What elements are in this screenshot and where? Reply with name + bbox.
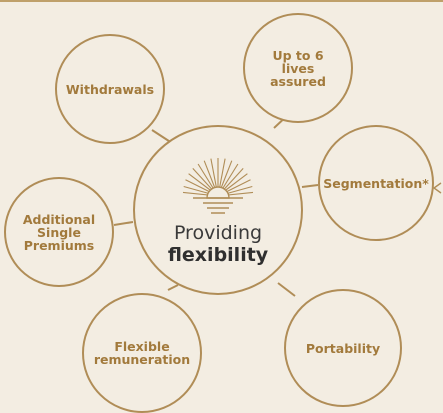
node-label: Segmentation* xyxy=(323,175,429,191)
node-label: Withdrawals xyxy=(65,81,155,97)
node-portability: Portability xyxy=(284,289,402,407)
center-content: Providing flexibility xyxy=(168,154,268,266)
node-segmentation: Segmentation* xyxy=(318,125,434,241)
sunrise-icon xyxy=(182,158,254,214)
node-withdrawals: Withdrawals xyxy=(55,34,165,144)
top-border-line xyxy=(0,0,443,2)
node-label: Portability xyxy=(305,340,381,356)
node-label: Additional Single Premiums xyxy=(22,211,96,253)
chevron-left-icon xyxy=(432,182,442,194)
node-label: Up to 6 lives assured xyxy=(270,47,326,89)
center-title-line2: flexibility xyxy=(167,244,269,266)
center-title-line1: Providing xyxy=(173,222,263,244)
node-label: Flexible remuneration xyxy=(93,339,191,367)
node-lives-assured: Up to 6 lives assured xyxy=(243,13,353,123)
node-additional-single-premiums: Additional Single Premiums xyxy=(4,177,114,287)
node-center: Providing flexibility xyxy=(133,125,303,295)
node-flexible-remuneration: Flexible remuneration xyxy=(82,293,202,413)
